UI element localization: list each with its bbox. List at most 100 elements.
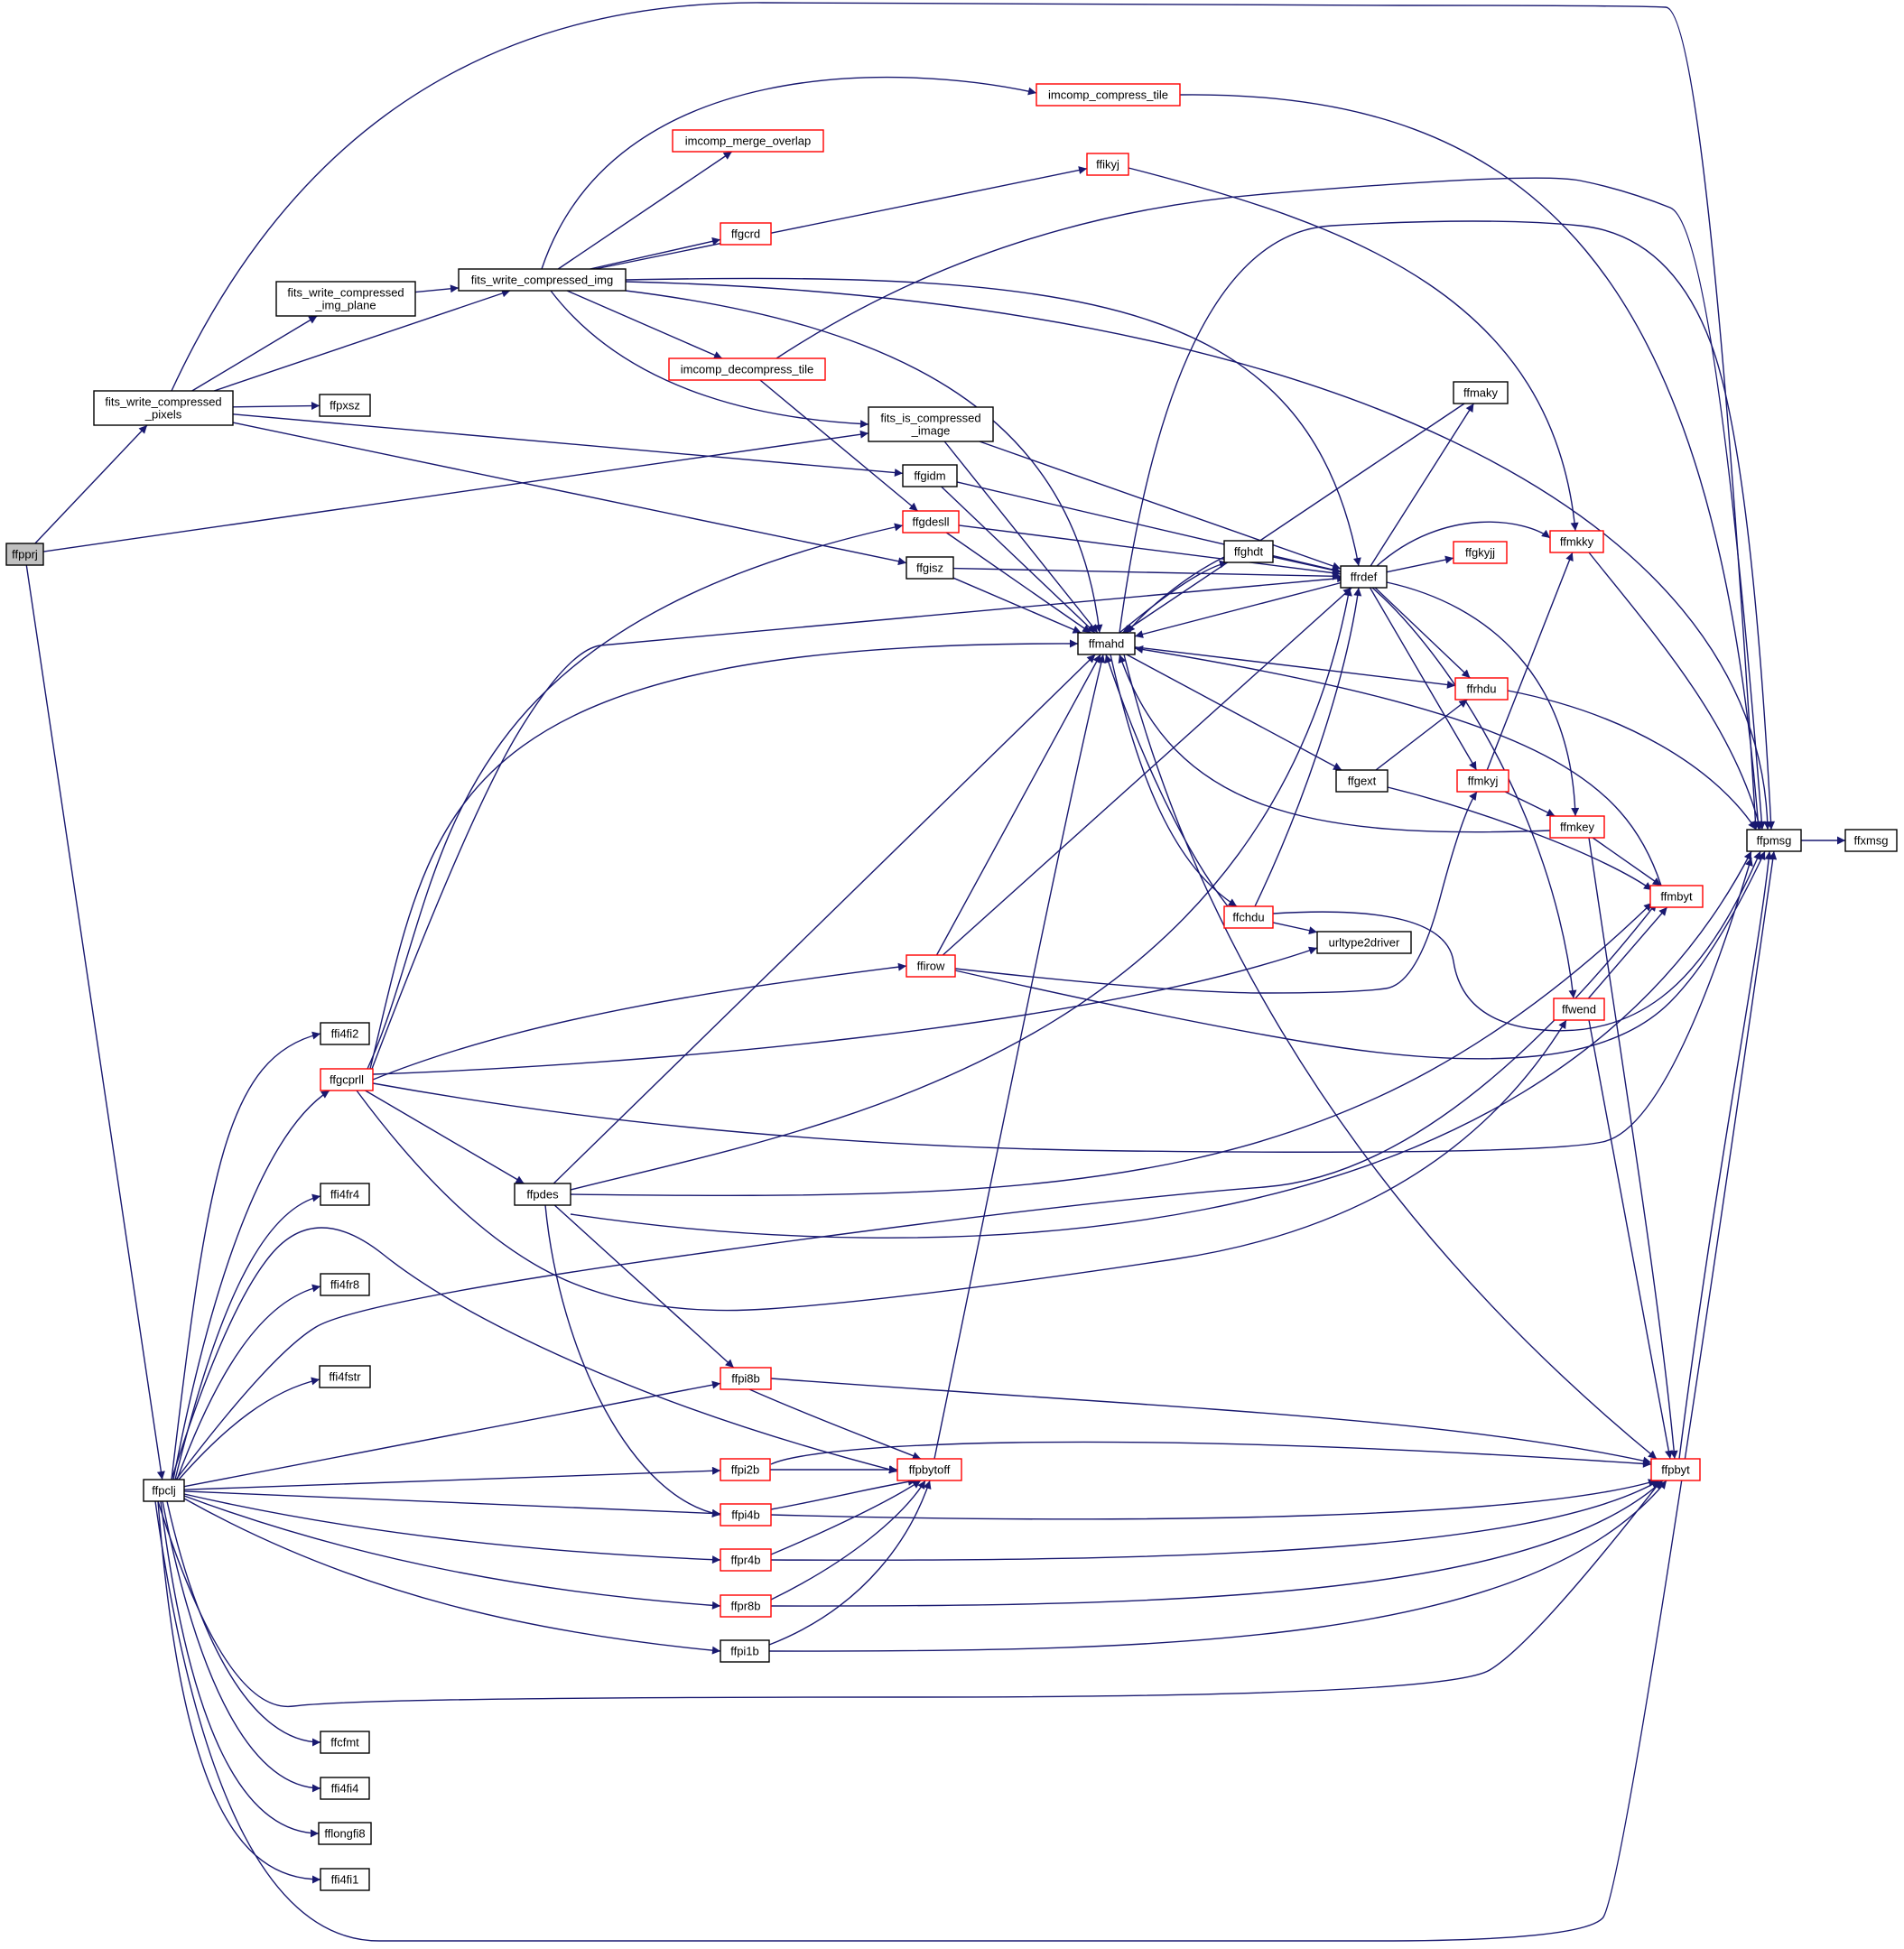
node-label: ffgdesll xyxy=(913,515,950,529)
node-box xyxy=(720,1639,770,1663)
edge-ffpdes-to-ffmahd xyxy=(553,654,1096,1184)
node-ffmbyt[interactable]: ffmbyt xyxy=(1649,885,1704,908)
node-ffikyj[interactable]: ffikyj xyxy=(1086,153,1129,176)
node-box xyxy=(320,1022,370,1045)
node-ffghdt[interactable]: ffghdt xyxy=(1223,540,1274,563)
node-ffmaky[interactable]: ffmaky xyxy=(1453,381,1509,404)
node-ffpbyt[interactable]: ffpbyt xyxy=(1650,1458,1701,1481)
node-box xyxy=(868,406,994,442)
node-ffpprj[interactable]: ffpprj xyxy=(5,543,44,566)
node-box xyxy=(275,281,416,317)
edge-fwci-to-ffmahd xyxy=(625,290,1103,634)
node-ffmkey[interactable]: ffmkey xyxy=(1549,815,1605,839)
edge-ffmaky-to-ffmahd xyxy=(1122,403,1465,634)
node-ffgcrd[interactable]: ffgcrd xyxy=(720,222,772,246)
edge-ffpi8b-to-ffpbytoff xyxy=(748,1388,922,1460)
node-ffi4fr8[interactable]: ffi4fr8 xyxy=(320,1273,370,1296)
node-box xyxy=(318,1822,372,1845)
edge-ffpr4b-to-ffpbyt xyxy=(770,1480,1660,1561)
node-box xyxy=(1453,381,1509,404)
node-label: ffi4fr4 xyxy=(330,1188,359,1202)
edge-ffirow-to-ffmkyj xyxy=(954,791,1478,994)
node-box xyxy=(906,954,956,978)
node-ffpi2b[interactable]: ffpi2b xyxy=(720,1458,771,1481)
node-ffgisz[interactable]: ffgisz xyxy=(906,556,954,580)
node-ffpmsg[interactable]: ffpmsg xyxy=(1746,829,1802,852)
edge-ffpclj-to-ffpi8b xyxy=(183,1380,721,1488)
edge-ffpclj-to-ffi4fr8 xyxy=(176,1284,321,1480)
node-ffi4fi4[interactable]: ffi4fi4 xyxy=(320,1777,370,1800)
edge-ffpdes-to-ffpi8b xyxy=(553,1204,735,1369)
node-box xyxy=(319,394,371,417)
edge-ffpclj-to-ffpmsg xyxy=(154,850,1778,1942)
edge-ffpclj-to-ffpbyt xyxy=(157,1480,1662,1708)
node-fwcip[interactable]: fits_write_compressed_img_plane xyxy=(275,281,416,317)
node-ffchdu[interactable]: ffchdu xyxy=(1223,905,1274,929)
node-ffxmsg[interactable]: ffxmsg xyxy=(1844,829,1898,852)
node-ffpbytoff[interactable]: ffpbytoff xyxy=(896,1458,962,1481)
node-imcomp_decompress_tile[interactable]: imcomp_decompress_tile xyxy=(668,357,826,381)
edge-ffmahd-to-ffgext xyxy=(1126,654,1342,771)
edge-ffpdes-to-ffmbyt xyxy=(570,902,1653,1197)
node-fwcp[interactable]: fits_write_compressed_pixels xyxy=(93,390,234,426)
edge-fwcp-to-ffgidm xyxy=(232,413,904,478)
edge-ffgidm-to-ffmahd xyxy=(941,486,1096,634)
node-label: ffghdt xyxy=(1234,545,1264,559)
node-ffcfmt[interactable]: ffcfmt xyxy=(320,1731,370,1754)
edge-imcomp_compress_tile-to-ffpmsg xyxy=(1179,94,1762,831)
node-label: imcomp_merge_overlap xyxy=(685,135,811,148)
node-ffrdef[interactable]: ffrdef xyxy=(1340,565,1388,589)
edge-ffchdu-to-ffmahd xyxy=(1104,654,1229,907)
node-ffmahd[interactable]: ffmahd xyxy=(1077,632,1136,655)
node-label: ffpi1b xyxy=(730,1645,759,1658)
node-ffmkyj[interactable]: ffmkyj xyxy=(1456,769,1509,793)
node-ffmkky[interactable]: ffmkky xyxy=(1549,530,1604,553)
node-ffi4fr4[interactable]: ffi4fr4 xyxy=(320,1183,370,1206)
node-label: ffi4fi4 xyxy=(331,1782,359,1796)
edge-ffpclj-to-ffpbytoff xyxy=(171,1227,898,1480)
node-box xyxy=(1553,998,1605,1021)
node-ffpr8b[interactable]: ffpr8b xyxy=(720,1594,772,1618)
node-imcomp_merge_overlap[interactable]: imcomp_merge_overlap xyxy=(672,129,824,153)
edge-ffwend-to-ffpbyt xyxy=(1588,1019,1673,1460)
edge-ffmahd-to-ffchdu xyxy=(1110,654,1238,907)
edge-ffirow-to-ffrdef xyxy=(942,587,1352,956)
edge-ffpclj-to-fflongfi8 xyxy=(160,1500,320,1838)
node-box xyxy=(514,1183,571,1206)
node-ffrhdu[interactable]: ffrhdu xyxy=(1454,677,1509,701)
node-ffpi8b[interactable]: ffpi8b xyxy=(720,1367,772,1390)
node-label: ffgext xyxy=(1348,775,1377,788)
node-ffwend[interactable]: ffwend xyxy=(1553,998,1605,1021)
node-ffi4fstr[interactable]: ffi4fstr xyxy=(319,1365,371,1388)
node-fflongfi8[interactable]: fflongfi8 xyxy=(318,1822,372,1845)
node-ffgidm[interactable]: ffgidm xyxy=(902,464,958,487)
edge-ffpclj-to-ffpi4b xyxy=(183,1490,721,1517)
node-fwci[interactable]: fits_write_compressed_img xyxy=(458,268,627,292)
edge-ffgisz-to-ffrdef xyxy=(952,567,1342,580)
node-ffgkyjj[interactable]: ffgkyjj xyxy=(1453,541,1508,564)
node-urltype2driver[interactable]: urltype2driver xyxy=(1316,931,1412,954)
node-label: ffpbytoff xyxy=(909,1463,951,1477)
edge-ffpclj-to-ffcfmt xyxy=(166,1500,321,1747)
edge-ffchdu-to-ffrdef xyxy=(1254,587,1362,907)
node-ffi4fi2[interactable]: ffi4fi2 xyxy=(320,1022,370,1045)
node-imcomp_compress_tile[interactable]: imcomp_compress_tile xyxy=(1036,83,1181,107)
node-label: ffxmsg xyxy=(1853,834,1888,848)
node-ffpr4b[interactable]: ffpr4b xyxy=(720,1548,772,1572)
node-label: _pixels xyxy=(144,408,182,422)
node-ffgext[interactable]: ffgext xyxy=(1335,769,1389,793)
node-label: ffpprj xyxy=(12,548,38,561)
node-ffirow[interactable]: ffirow xyxy=(906,954,956,978)
node-ffpclj[interactable]: ffpclj xyxy=(143,1479,185,1502)
node-ffi4fi1[interactable]: ffi4fi1 xyxy=(320,1868,370,1891)
node-ffpi1b[interactable]: ffpi1b xyxy=(720,1639,770,1663)
node-fits_is_compressed[interactable]: fits_is_compressed_image xyxy=(868,406,994,442)
node-ffgdesll[interactable]: ffgdesll xyxy=(902,510,960,534)
edge-ffpclj-to-ffmbyt xyxy=(175,902,1658,1480)
node-ffpi4b[interactable]: ffpi4b xyxy=(720,1503,772,1527)
node-ffpdes[interactable]: ffpdes xyxy=(514,1183,571,1206)
node-box xyxy=(1549,530,1604,553)
node-ffpxsz[interactable]: ffpxsz xyxy=(319,394,371,417)
edge-ffrdef-to-ffgkyjj xyxy=(1386,555,1454,573)
node-ffgcprll[interactable]: ffgcprll xyxy=(320,1068,374,1091)
